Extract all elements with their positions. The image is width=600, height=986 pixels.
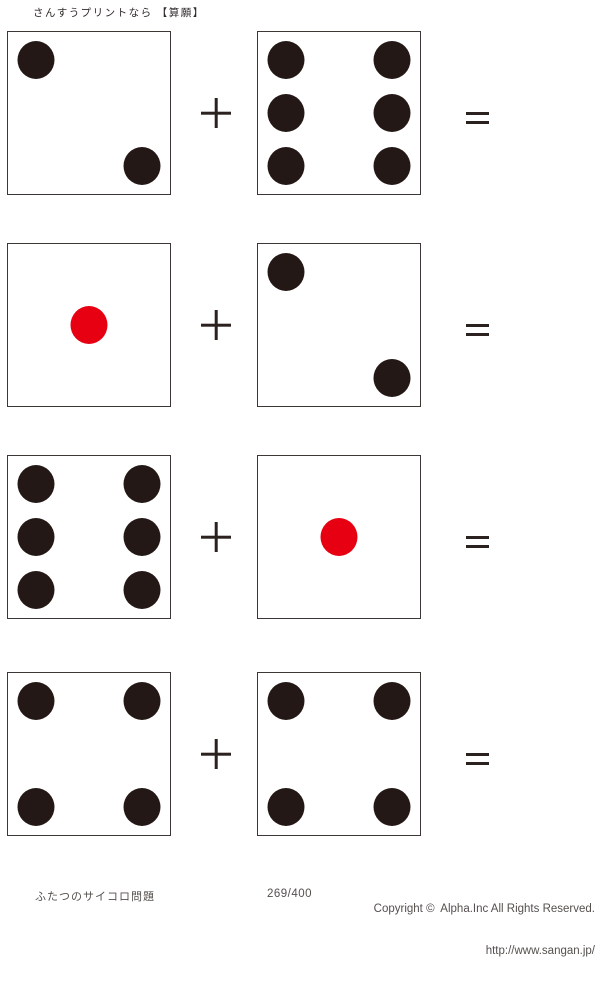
die-pip	[373, 40, 411, 79]
die-pip	[320, 518, 358, 556]
die-pip	[373, 788, 411, 827]
die-pip	[123, 571, 161, 610]
die-pip	[267, 147, 305, 186]
problem-row	[0, 31, 600, 195]
page-title: さんすうプリントなら 【算願】	[33, 8, 205, 19]
left-die	[7, 31, 171, 195]
die-pip	[267, 788, 305, 827]
die-pip	[123, 518, 161, 556]
page-number: 269/400	[267, 888, 313, 900]
die-pip	[373, 681, 411, 720]
problem-row	[0, 455, 600, 619]
die-pip	[267, 40, 305, 79]
die-pip	[373, 147, 411, 186]
die-pip	[267, 681, 305, 720]
problem-row	[0, 672, 600, 836]
die-pip	[123, 788, 161, 827]
die-pip	[373, 359, 411, 398]
die-pip	[70, 306, 108, 344]
plus-operator	[196, 672, 236, 836]
equals-operator	[460, 243, 494, 407]
plus-operator	[196, 455, 236, 619]
die-pip	[267, 252, 305, 291]
plus-operator	[196, 243, 236, 407]
plus-operator	[196, 31, 236, 195]
worksheet-title: ふたつのサイコロ問題	[35, 891, 155, 903]
copyright-block: Copyright © Alpha.Inc All Rights Reserve…	[374, 874, 595, 986]
die-pip	[123, 147, 161, 186]
die-pip	[17, 571, 55, 610]
die-pip	[17, 464, 55, 503]
die-pip	[17, 40, 55, 79]
website-url: http://www.sangan.jp/	[485, 945, 595, 957]
die-pip	[17, 681, 55, 720]
equals-operator	[460, 31, 494, 195]
left-die	[7, 672, 171, 836]
left-die	[7, 243, 171, 407]
die-pip	[17, 788, 55, 827]
right-die	[257, 243, 421, 407]
right-die	[257, 672, 421, 836]
problem-row	[0, 243, 600, 407]
die-pip	[17, 518, 55, 556]
right-die	[257, 31, 421, 195]
die-pip	[123, 681, 161, 720]
worksheet-page: さんすうプリントなら 【算願】 ふたつのサイコロ問題 269/400 Copyr…	[0, 8, 600, 957]
die-pip	[123, 464, 161, 503]
left-die	[7, 455, 171, 619]
die-pip	[267, 94, 305, 132]
copyright-text: Copyright © Alpha.Inc All Rights Reserve…	[373, 903, 595, 915]
right-die	[257, 455, 421, 619]
equals-operator	[460, 455, 494, 619]
die-pip	[373, 94, 411, 132]
equals-operator	[460, 672, 494, 836]
